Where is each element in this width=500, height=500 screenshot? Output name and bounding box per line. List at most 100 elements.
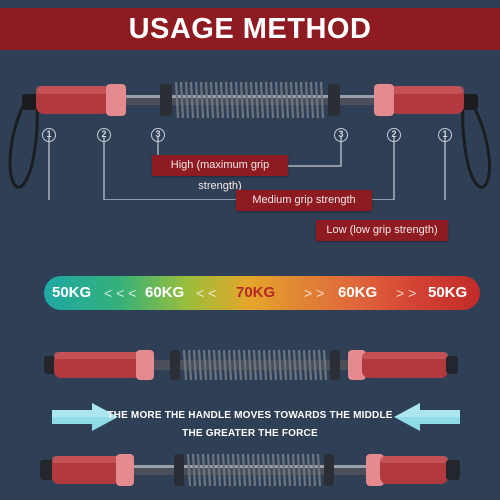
spring-coil	[249, 81, 255, 119]
marker-3-left: 3	[151, 128, 165, 142]
spring-coil	[212, 349, 218, 381]
spring-coil	[182, 349, 188, 381]
grip-trainer-bottom	[40, 453, 460, 487]
spring-coil	[227, 349, 233, 381]
spring-coil	[276, 453, 282, 487]
intensity-scale	[44, 276, 480, 310]
chevrons-right-2: > >	[396, 285, 417, 301]
spring-coil	[246, 453, 252, 487]
spring-coil	[304, 81, 310, 119]
spring-coil	[256, 453, 262, 487]
spring-coil	[207, 349, 213, 381]
spring-coil	[242, 349, 248, 381]
spring-coil	[292, 349, 298, 381]
page-title: USAGE METHOD	[128, 13, 372, 45]
caption-line-2: THE GREATER THE FORCE	[182, 428, 318, 439]
spring-coil	[297, 349, 303, 381]
spring-coil	[287, 349, 293, 381]
spring-coil	[206, 453, 212, 487]
spring-coil	[282, 349, 288, 381]
spring-coil	[302, 349, 308, 381]
spring-coil	[239, 81, 245, 119]
spring-coil	[232, 349, 238, 381]
spring-coil	[254, 81, 260, 119]
spring-coil	[316, 453, 322, 487]
scale-label-left-outer: 50KG	[52, 284, 92, 301]
scale-label-left-inner: 60KG	[145, 284, 185, 301]
marker-2-left: 2	[97, 128, 111, 142]
spring-coil	[319, 81, 325, 119]
spring-coil	[257, 349, 263, 381]
spring-coil	[197, 349, 203, 381]
spring-coil	[317, 349, 323, 381]
caption-line-1: THE MORE THE HANDLE MOVES TOWARDS THE MI…	[107, 410, 393, 421]
spring-coil	[299, 81, 305, 119]
spring-coil	[217, 349, 223, 381]
spring-coil	[279, 81, 285, 119]
spring-coil	[187, 349, 193, 381]
chevrons-left-1: < < <	[104, 285, 137, 301]
level-high-label: High (maximum grip strength)	[152, 155, 288, 192]
spring-coil	[236, 453, 242, 487]
spring-coil	[189, 81, 195, 119]
spring-coil	[224, 81, 230, 119]
spring-coil	[277, 349, 283, 381]
spring-coil	[266, 453, 272, 487]
spring-coil	[311, 453, 317, 487]
marker-3-right: 3	[334, 128, 348, 142]
grip-trainer-top	[8, 81, 491, 200]
spring-coil	[194, 81, 200, 119]
spring-coil	[211, 453, 217, 487]
spring-coil	[202, 349, 208, 381]
spring-coil	[281, 453, 287, 487]
spring-coil	[252, 349, 258, 381]
spring-coil	[234, 81, 240, 119]
spring-coil	[291, 453, 297, 487]
spring-coil	[271, 453, 277, 487]
spring-coil	[262, 349, 268, 381]
scale-label-right-inner: 60KG	[338, 284, 378, 301]
spring-coil	[219, 81, 225, 119]
spring-coil	[226, 453, 232, 487]
spring-coil	[179, 81, 185, 119]
spring-coil	[312, 349, 318, 381]
spring-coil	[289, 81, 295, 119]
spring-coil	[314, 81, 320, 119]
spring-coil	[192, 349, 198, 381]
spring-coil	[264, 81, 270, 119]
spring-coil	[214, 81, 220, 119]
spring-coil	[241, 453, 247, 487]
spring-coil	[191, 453, 197, 487]
grip-trainer-middle	[44, 349, 458, 381]
spring-coil	[296, 453, 302, 487]
marker-1-right: 1	[438, 128, 452, 142]
spring-coil	[261, 453, 267, 487]
spring-coil	[174, 81, 180, 119]
scale-label-center: 70KG	[236, 284, 276, 301]
arrow-left-icon	[394, 403, 460, 431]
spring-coil	[237, 349, 243, 381]
arrow-right-icon	[52, 403, 118, 431]
marker-2-right: 2	[387, 128, 401, 142]
spring-coil	[209, 81, 215, 119]
spring-coil	[322, 349, 328, 381]
spring-coil	[294, 81, 300, 119]
spring-coil	[216, 453, 222, 487]
spring-coil	[199, 81, 205, 119]
spring-coil	[269, 81, 275, 119]
level-medium-label: Medium grip strength	[236, 190, 372, 211]
spring-coil	[301, 453, 307, 487]
spring-coil	[201, 453, 207, 487]
spring-coil	[306, 453, 312, 487]
spring-coil	[196, 453, 202, 487]
spring-coil	[229, 81, 235, 119]
spring-coil	[244, 81, 250, 119]
level-low-label: Low (low grip strength)	[316, 220, 448, 241]
spring-coil	[274, 81, 280, 119]
spring-coil	[247, 349, 253, 381]
header-banner	[0, 8, 500, 50]
spring-coil	[222, 349, 228, 381]
spring-coil	[286, 453, 292, 487]
spring-coil	[272, 349, 278, 381]
spring-coil	[309, 81, 315, 119]
